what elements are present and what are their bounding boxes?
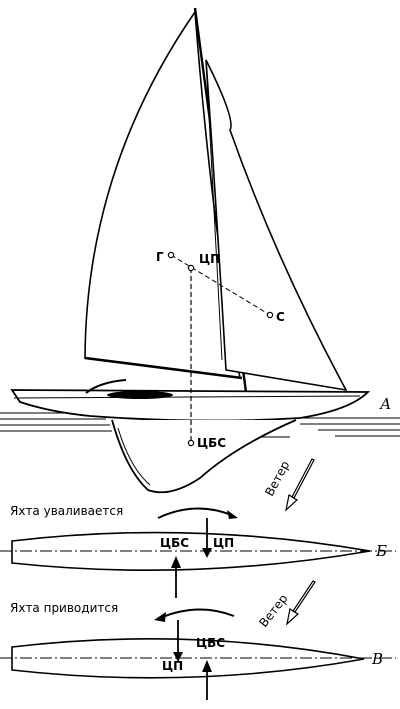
turn-arrow-middle (157, 507, 235, 519)
keel-edge (117, 427, 151, 486)
wind-arrow-bottom: Ветер (256, 580, 316, 630)
label-cbs-middle: ЦБС (160, 536, 189, 550)
cockpit (107, 391, 173, 399)
cbs-arrowhead-middle (171, 556, 181, 568)
label-b: Б (375, 542, 387, 560)
jib-luff (205, 59, 223, 361)
plan-view-heading-up: Яхта приводится Ветер ЦБС ЦП В (0, 580, 396, 700)
plan-view-bearing-away: Яхта уваливается ЦБС ЦП Б (0, 504, 396, 598)
hull-sheer (13, 395, 361, 399)
point-g (167, 251, 175, 259)
point-cp (187, 264, 195, 272)
tiller (85, 379, 127, 394)
turn-arrowhead-bottom (154, 612, 166, 622)
cp-arrowhead-middle (202, 548, 212, 558)
label-cbs: ЦБС (197, 436, 226, 450)
label-cbs-bottom: ЦБС (196, 636, 225, 650)
wind-label-top: Ветер (262, 459, 292, 499)
turn-arrowhead-middle (227, 510, 238, 519)
wind-label-bottom: Ветер (256, 592, 290, 630)
turn-arrow-bottom (159, 608, 235, 619)
label-cp-middle: ЦП (213, 536, 234, 550)
label-a: А (379, 395, 391, 413)
point-cbs (187, 439, 195, 447)
g-s-line (170, 254, 271, 316)
caption-heading-up: Яхта приводится (10, 601, 118, 615)
hull (10, 389, 371, 422)
label-s: С (276, 310, 285, 324)
keel (111, 419, 297, 494)
cbs-arrowhead-bottom (173, 652, 183, 662)
label-cp-bottom: ЦП (162, 659, 183, 673)
point-s (266, 311, 274, 319)
boom (84, 356, 243, 380)
label-cp: ЦП (199, 252, 220, 266)
label-g: Г (156, 250, 164, 264)
caption-bearing-away: Яхта уваливается (10, 504, 123, 518)
jib (205, 59, 348, 392)
label-v: В (371, 650, 383, 668)
cp-arrowhead-bottom (202, 660, 212, 672)
yacht-side-view: Г ЦП С ЦБС А Ветер (0, 7, 400, 512)
wind-arrow-top: Ветер (262, 458, 315, 512)
